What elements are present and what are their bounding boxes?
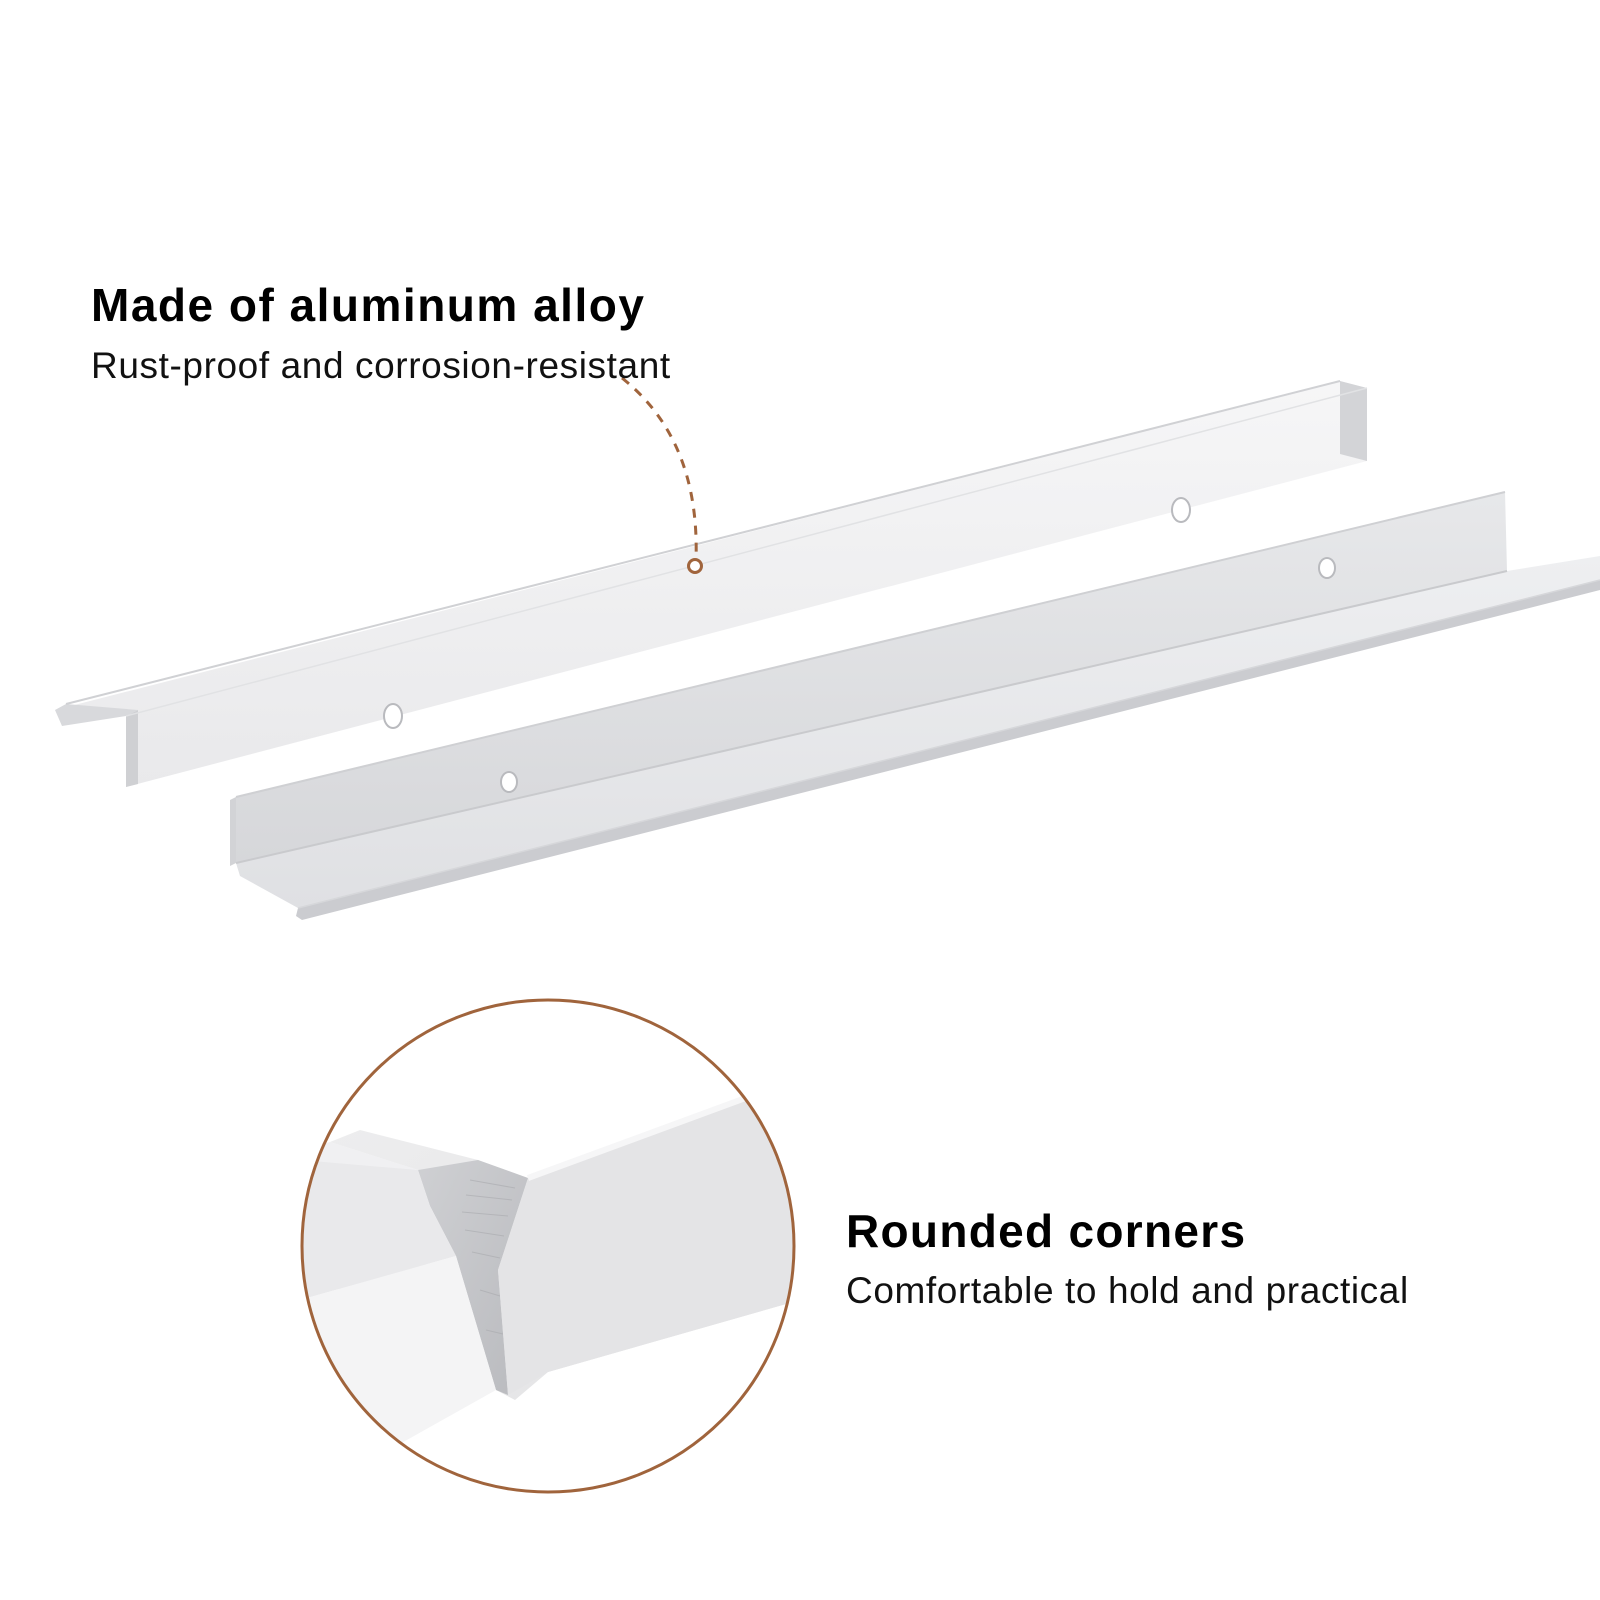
upper-rail-hole-left (383, 703, 403, 729)
lower-rail (230, 491, 1600, 920)
upper-rail-hole-right (1171, 497, 1191, 523)
upper-rail-top-face (55, 381, 1367, 787)
lower-rail-front-lip (296, 580, 1600, 920)
corners-subtitle: Comfortable to hold and practical (846, 1270, 1409, 1311)
upper-rail-front-lip (126, 710, 138, 787)
zoom-cut-section (418, 1160, 528, 1395)
lower-rail-hole-left (500, 771, 518, 793)
upper-rail-end-face (1340, 381, 1367, 461)
callout-leader-line (621, 376, 698, 561)
upper-rail-left-edge (55, 704, 138, 726)
corner-zoom-detail (300, 998, 796, 1494)
lower-rail-back-wall (236, 492, 1507, 863)
zoom-main-face (498, 1078, 794, 1395)
lower-rail-hole-right (1318, 557, 1336, 579)
material-title: Made of aluminum alloy (91, 279, 646, 331)
callout-dot (687, 558, 703, 574)
corners-title: Rounded corners (846, 1205, 1247, 1257)
upper-rail (55, 380, 1368, 787)
zoom-circle-border (300, 998, 796, 1494)
lower-rail-channel (236, 556, 1600, 908)
material-subtitle: Rust-proof and corrosion-resistant (91, 345, 671, 386)
